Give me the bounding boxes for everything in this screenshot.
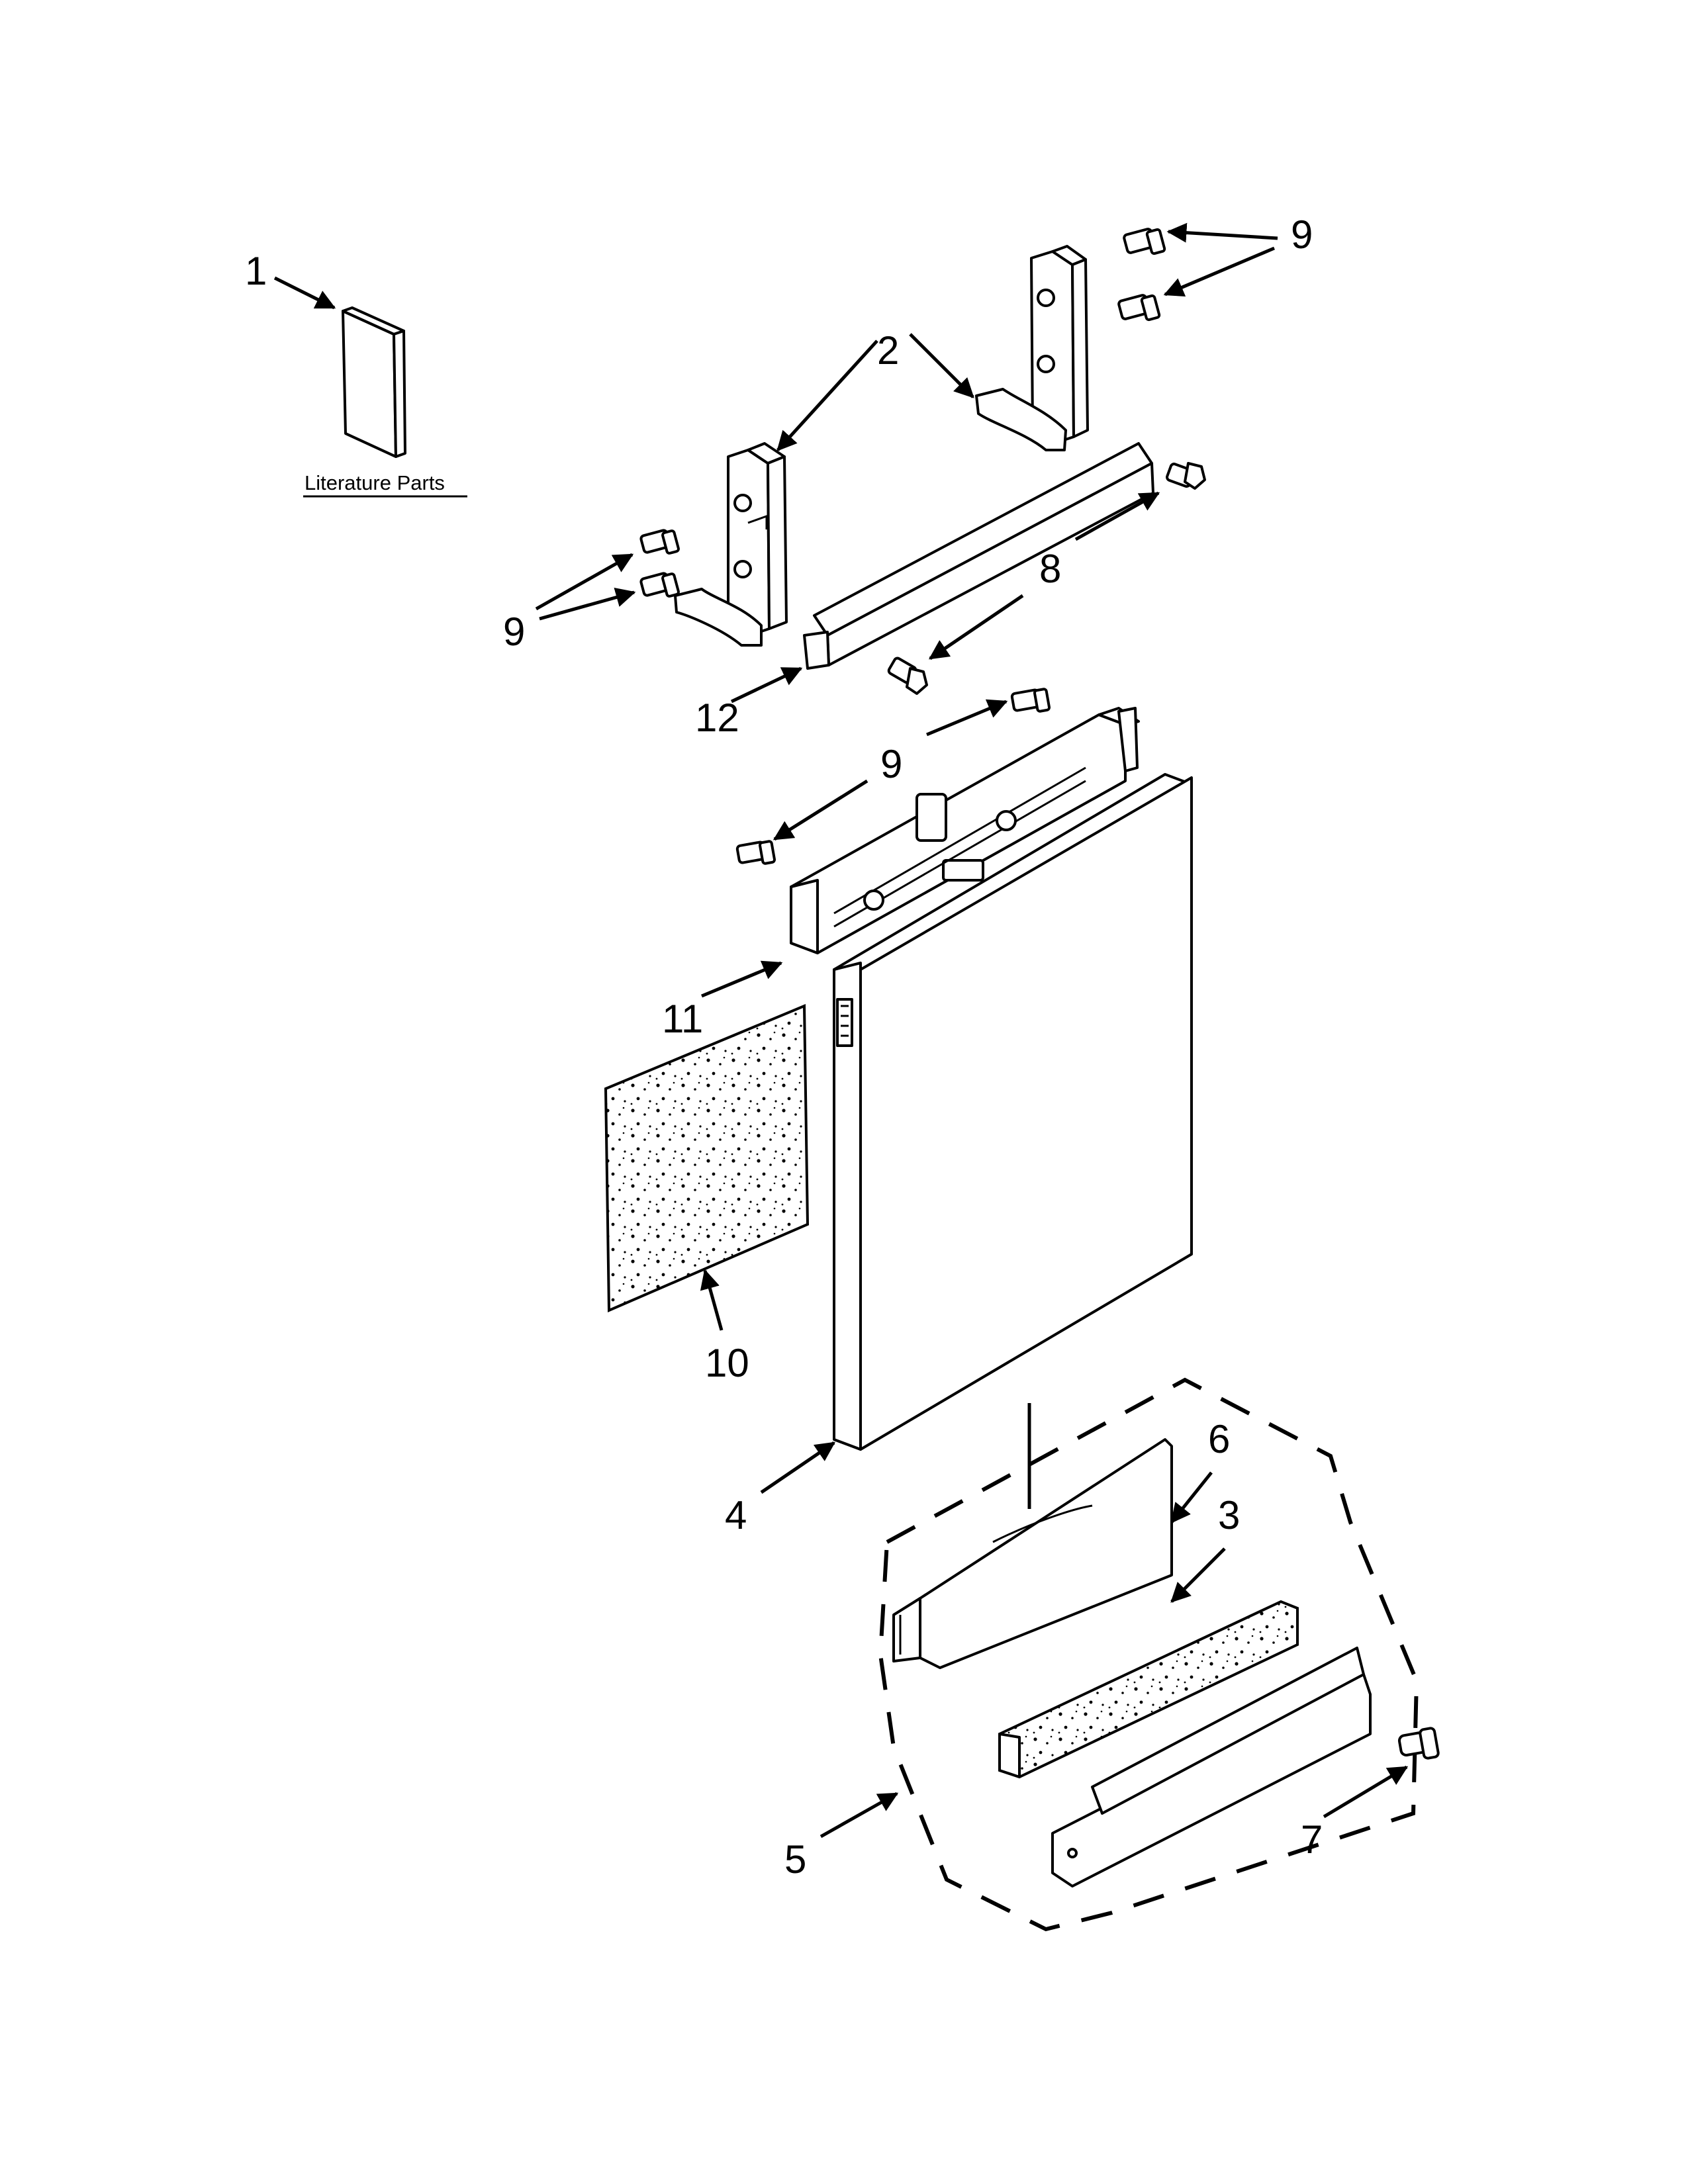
leader-10: [700, 1269, 724, 1331]
leader-9-left-a: [535, 553, 634, 611]
leader-4: [760, 1441, 836, 1494]
support-rail: [803, 442, 1154, 670]
callout-3: 3: [1218, 1493, 1240, 1537]
callout-12: 12: [695, 696, 739, 740]
mounting-bracket-right: [975, 245, 1089, 451]
leader-7: [1323, 1765, 1409, 1819]
leader-9-top-a: [1166, 222, 1278, 243]
callout-5: 5: [784, 1837, 806, 1882]
leader-8-right: [1074, 491, 1160, 541]
screw-9-left-b: [639, 572, 680, 598]
callout-2: 2: [877, 328, 899, 373]
callout-10: 10: [705, 1341, 749, 1385]
leader-5: [820, 1792, 899, 1839]
screw-8-bottom: [887, 657, 928, 695]
leader-6: [1170, 1471, 1213, 1524]
screw-9-upper-b: [1117, 294, 1161, 322]
mounting-bracket-left: [674, 442, 788, 647]
callout-8: 8: [1039, 547, 1061, 591]
leader-8-bottom: [928, 594, 1024, 660]
leader-3: [1170, 1547, 1226, 1603]
callout-11: 11: [662, 997, 703, 1041]
leader-1: [273, 276, 336, 310]
screw-7: [1397, 1727, 1440, 1760]
callout-4: 4: [725, 1493, 747, 1537]
kick-plate: [1051, 1647, 1372, 1888]
handle-panel: [892, 1438, 1173, 1669]
screw-8-right: [1166, 462, 1206, 490]
door-panel: [833, 773, 1193, 1451]
literature-booklet: [342, 306, 406, 458]
foam-block: [998, 1600, 1299, 1779]
door-top-assembly: [790, 707, 1140, 954]
screw-9-mid-upper: [1010, 688, 1051, 713]
callout-9-middle: 9: [880, 742, 902, 786]
literature-parts-label: Literature Parts: [305, 471, 445, 494]
callout-1: 1: [245, 249, 267, 293]
kit-dashed-outline: [878, 1377, 1419, 1932]
leader-9-mid-lower: [773, 779, 868, 841]
callout-9-top-right: 9: [1291, 212, 1313, 257]
screw-9-mid-lower: [735, 840, 776, 865]
screw-9-upper-a: [1123, 228, 1166, 255]
leader-9-left-b: [539, 587, 636, 621]
callout-9-left: 9: [503, 610, 525, 654]
callout-6: 6: [1208, 1417, 1230, 1461]
leader-12: [730, 666, 803, 704]
insulation-pad: [604, 1004, 810, 1313]
screw-9-left-a: [639, 529, 680, 555]
callout-7: 7: [1301, 1817, 1323, 1862]
leader-9-mid-upper: [926, 699, 1008, 737]
leader-11: [701, 960, 783, 998]
leader-2-left: [776, 340, 878, 451]
leader-9-top-b: [1163, 246, 1275, 297]
leader-2-right: [909, 333, 974, 398]
